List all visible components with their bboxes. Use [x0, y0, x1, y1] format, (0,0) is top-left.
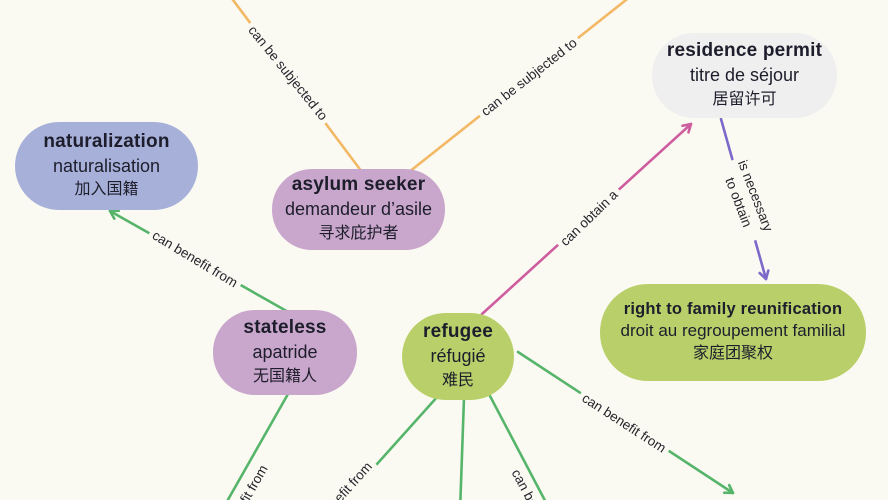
- edge-refugee-down: [459, 396, 466, 500]
- node-asylum-seeker-chinese: 寻求庇护者: [318, 224, 399, 242]
- node-naturalization[interactable]: naturalization naturalisation 加入国籍: [15, 122, 198, 210]
- edge-refugee-down-right: [488, 394, 547, 500]
- node-residence-permit-term: residence permit: [666, 40, 823, 62]
- node-naturalization-french: naturalisation: [52, 155, 161, 176]
- node-asylum-seeker-french: demandeur d’asile: [284, 199, 433, 220]
- node-residence-permit-french: titre de séjour: [689, 65, 800, 86]
- node-family-reunification-chinese: 家庭团聚权: [692, 345, 773, 363]
- node-naturalization-term: naturalization: [43, 130, 170, 152]
- node-refugee-chinese: 难民: [441, 371, 474, 389]
- edge-stateless-down: [226, 392, 290, 500]
- node-family-reunification-french: droit au regroupement familial: [620, 321, 846, 341]
- node-stateless-term: stateless: [243, 317, 327, 339]
- node-family-reunification-term: right to family reunification: [623, 299, 843, 318]
- node-residence-permit[interactable]: residence permit titre de séjour 居留许可: [652, 33, 837, 118]
- node-asylum-seeker[interactable]: asylum seeker demandeur d’asile 寻求庇护者: [272, 169, 445, 250]
- node-stateless[interactable]: stateless apatride 无国籍人: [213, 310, 357, 395]
- node-refugee-term: refugee: [422, 321, 494, 343]
- node-asylum-seeker-term: asylum seeker: [291, 174, 426, 196]
- node-stateless-french: apatride: [252, 342, 318, 363]
- node-stateless-chinese: 无国籍人: [252, 367, 317, 385]
- node-refugee-french: réfugié: [430, 346, 486, 367]
- node-residence-permit-chinese: 居留许可: [712, 90, 777, 108]
- node-family-reunification[interactable]: right to family reunification droit au r…: [600, 284, 866, 381]
- node-refugee[interactable]: refugee réfugié 难民: [402, 313, 514, 400]
- node-naturalization-chinese: 加入国籍: [74, 181, 139, 199]
